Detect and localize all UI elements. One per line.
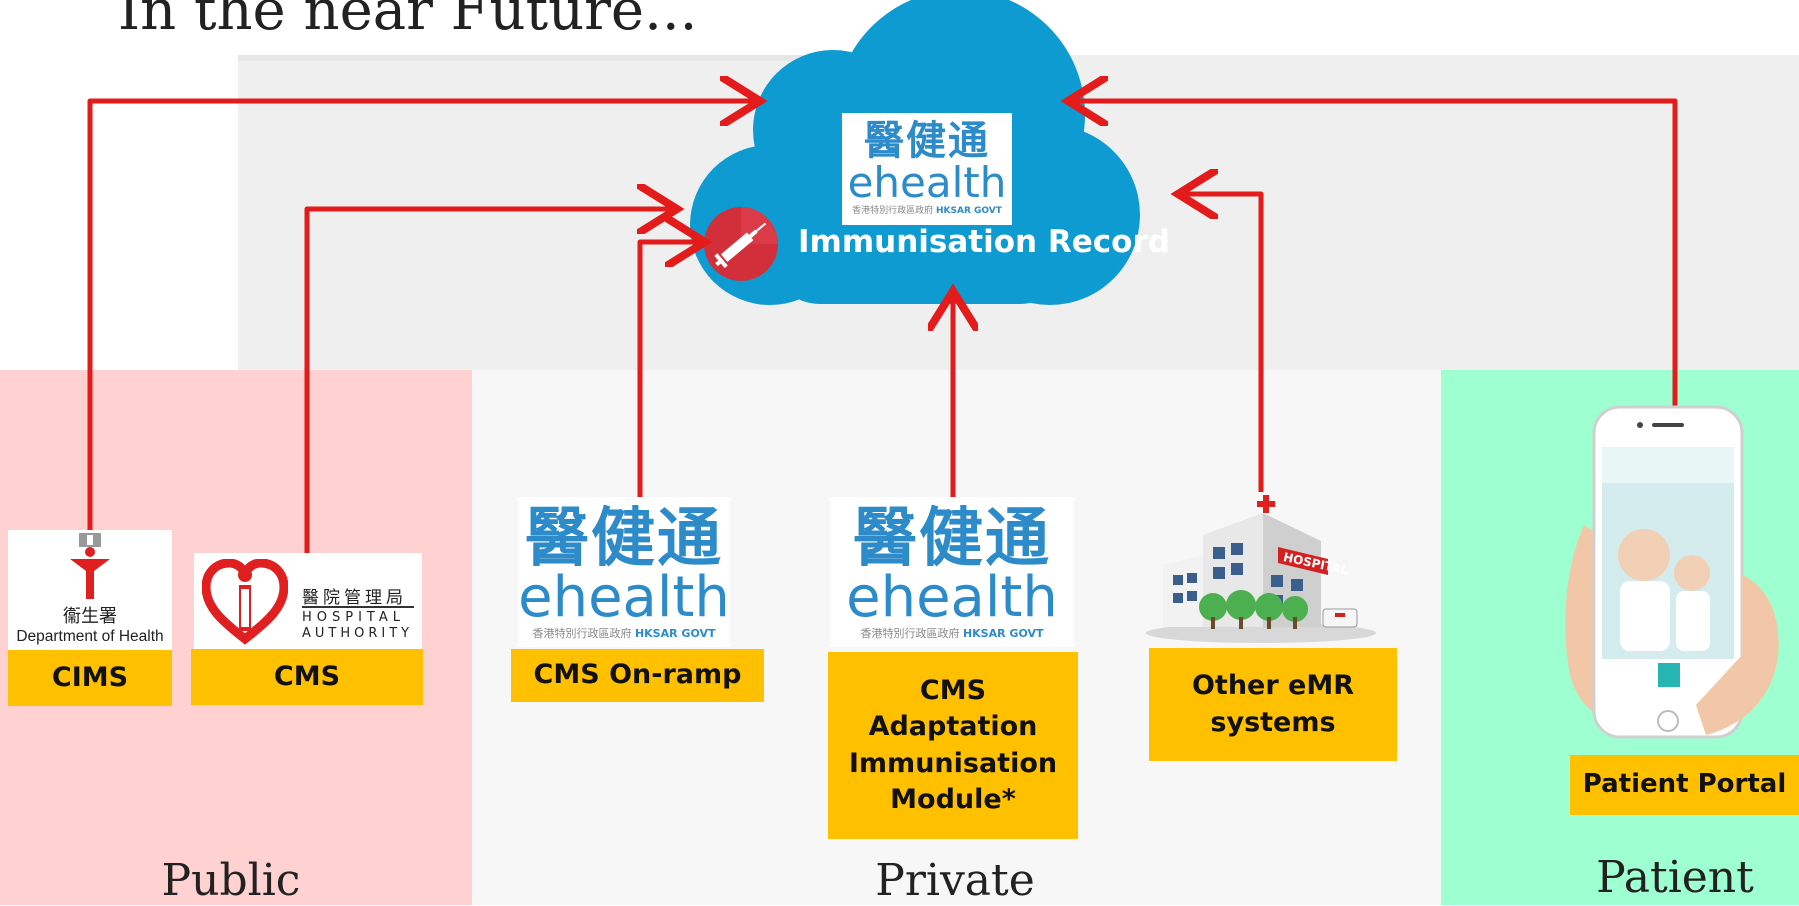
tag-cms-adaptation-line-2: Adaptation xyxy=(868,711,1038,743)
smartphone-icon xyxy=(1565,405,1779,739)
doh-english: Department of Health xyxy=(16,628,164,645)
ehealth-2-sub-cn: 香港特別行政區政府 xyxy=(860,627,960,640)
cloud-logo-sub-cn: 香港特別行政區政府 xyxy=(852,206,934,216)
ehealth-logo-adaptation: 醫健通 ehealth 香港特別行政區政府 HKSAR GOVT xyxy=(830,497,1074,647)
tag-patient-portal: Patient Portal xyxy=(1570,755,1799,815)
tag-cms: CMS xyxy=(191,649,423,705)
arrow-cims xyxy=(87,101,755,540)
tag-cms-adaptation-line-1: CMS xyxy=(919,674,987,706)
zone-label-patient: Patient xyxy=(1596,852,1754,903)
page-title: In the near Future... xyxy=(118,0,698,43)
hospital-building-icon: HOSPITAL xyxy=(1146,495,1376,643)
tag-other-emr-line-1: Other eMR xyxy=(1191,670,1355,702)
tag-other-emr: Other eMR systems xyxy=(1149,648,1397,761)
tag-cms-onramp: CMS On-ramp xyxy=(511,649,764,702)
ha-chinese: 醫院管理局 xyxy=(302,588,407,608)
tag-other-emr-line-2: systems xyxy=(1210,706,1336,738)
arrow-cms xyxy=(304,209,672,556)
header-band-line xyxy=(238,55,838,61)
ha-english-1: HOSPITAL xyxy=(302,610,406,625)
ehealth-2-sub-en: HKSAR GOVT xyxy=(962,627,1044,640)
zone-label-public: Public xyxy=(161,855,301,906)
cloud-ehealth-logo: 醫健通 ehealth 香港特別行政區政府 HKSAR GOVT xyxy=(842,113,1012,225)
cloud-logo-english: ehealth xyxy=(847,158,1007,207)
ehealth-1-sub-en: HKSAR GOVT xyxy=(634,627,716,640)
cloud-logo-sub-en: HKSAR GOVT xyxy=(935,206,1002,216)
cloud-label: Immunisation Record xyxy=(798,224,1170,260)
tag-cms-adaptation-line-3: Immunisation xyxy=(848,747,1058,779)
ehealth-2-chinese: 醫健通 xyxy=(853,502,1051,576)
ehealth-2-english: ehealth xyxy=(846,565,1058,630)
ehealth-1-sub-cn: 香港特別行政區政府 xyxy=(532,627,632,640)
doh-logo: 衞生署 Department of Health xyxy=(8,530,172,650)
ha-heart-icon xyxy=(202,559,288,645)
zone-label-private: Private xyxy=(875,855,1035,906)
ehealth-1-chinese: 醫健通 xyxy=(525,502,723,576)
arrow-cms-onramp xyxy=(637,242,700,500)
ehealth-logo-onramp: 醫健通 ehealth 香港特別行政區政府 HKSAR GOVT xyxy=(518,497,730,647)
ehealth-1-english: ehealth xyxy=(518,565,730,630)
arrow-other-emr xyxy=(1183,194,1264,492)
ha-logo: 醫院管理局 HOSPITAL AUTHORITY xyxy=(194,553,422,649)
ha-english-2: AUTHORITY xyxy=(302,626,414,641)
cloud-logo-chinese: 醫健通 xyxy=(864,118,990,164)
tag-cims: CIMS xyxy=(8,650,172,706)
doh-emblem-icon xyxy=(70,533,110,599)
tag-cms-adaptation: CMS Adaptation Immunisation Module* xyxy=(828,652,1078,839)
doh-chinese: 衞生署 xyxy=(63,606,117,627)
arrow-patient-portal xyxy=(1073,101,1678,408)
syringe-icon xyxy=(704,207,778,281)
ha-divider xyxy=(302,606,414,608)
tag-cms-adaptation-line-4: Module* xyxy=(890,783,1016,815)
